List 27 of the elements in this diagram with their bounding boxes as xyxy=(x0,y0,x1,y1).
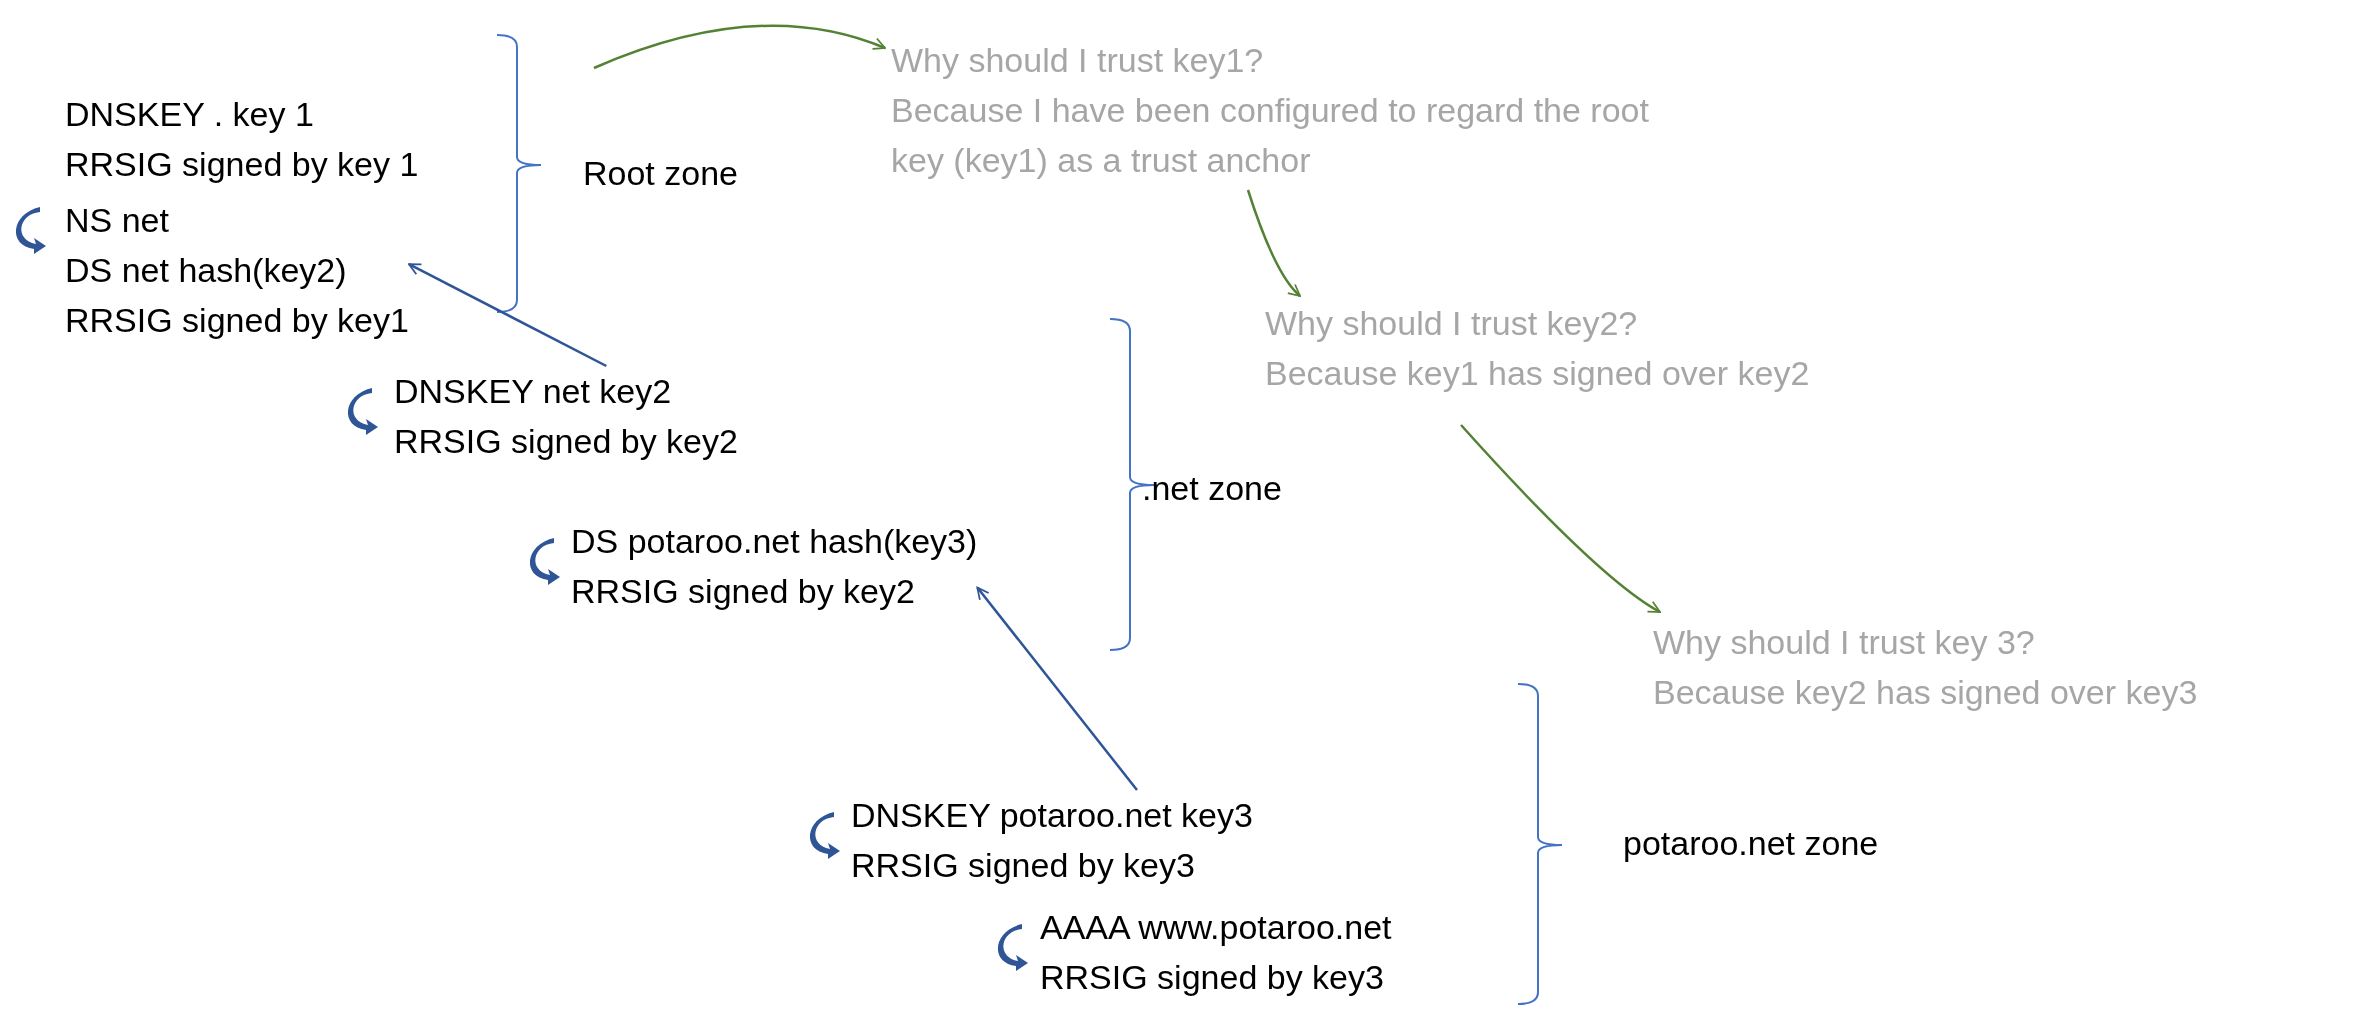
zone-label: .net zone xyxy=(1142,468,1282,509)
record-text: RRSIG signed by key3 xyxy=(1040,957,1385,998)
arrow xyxy=(593,24,886,70)
answer-text: Because I have been configured to regard the root key (key1) as a trust anchor xyxy=(891,90,1650,181)
record-text: DNSKEY . key 1 xyxy=(65,94,315,135)
arrow xyxy=(1460,424,1661,614)
record-text: RRSIG signed by key1 xyxy=(65,300,409,341)
arrow xyxy=(408,263,607,368)
record-text: RRSIG signed by key3 xyxy=(851,845,1196,886)
record-text: AAAA www.potaroo.net xyxy=(1040,907,1392,948)
zone-label: Root zone xyxy=(583,153,738,194)
record-text: DNSKEY net key2 xyxy=(394,371,673,412)
record-text: DNSKEY potaroo.net key3 xyxy=(851,795,1253,836)
record-text: DS net hash(key2) xyxy=(65,250,348,291)
zone-label: potaroo.net zone xyxy=(1623,823,1879,864)
answer-text: Because key1 has signed over key2 xyxy=(1265,353,1810,394)
question-text: Why should I trust key1? xyxy=(891,40,1265,81)
record-text: NS net xyxy=(65,200,170,241)
question-text: Why should I trust key 3? xyxy=(1653,622,2036,663)
question-text: Why should I trust key2? xyxy=(1265,303,1639,344)
record-text: RRSIG signed by key2 xyxy=(394,421,738,462)
arrow xyxy=(1246,189,1301,297)
arrow xyxy=(976,586,1138,791)
answer-text: Because key2 has signed over key3 xyxy=(1653,672,2198,713)
record-text: RRSIG signed by key 1 xyxy=(65,144,419,185)
record-text: DS potaroo.net hash(key3) xyxy=(571,521,978,562)
record-text: RRSIG signed by key2 xyxy=(571,571,916,612)
